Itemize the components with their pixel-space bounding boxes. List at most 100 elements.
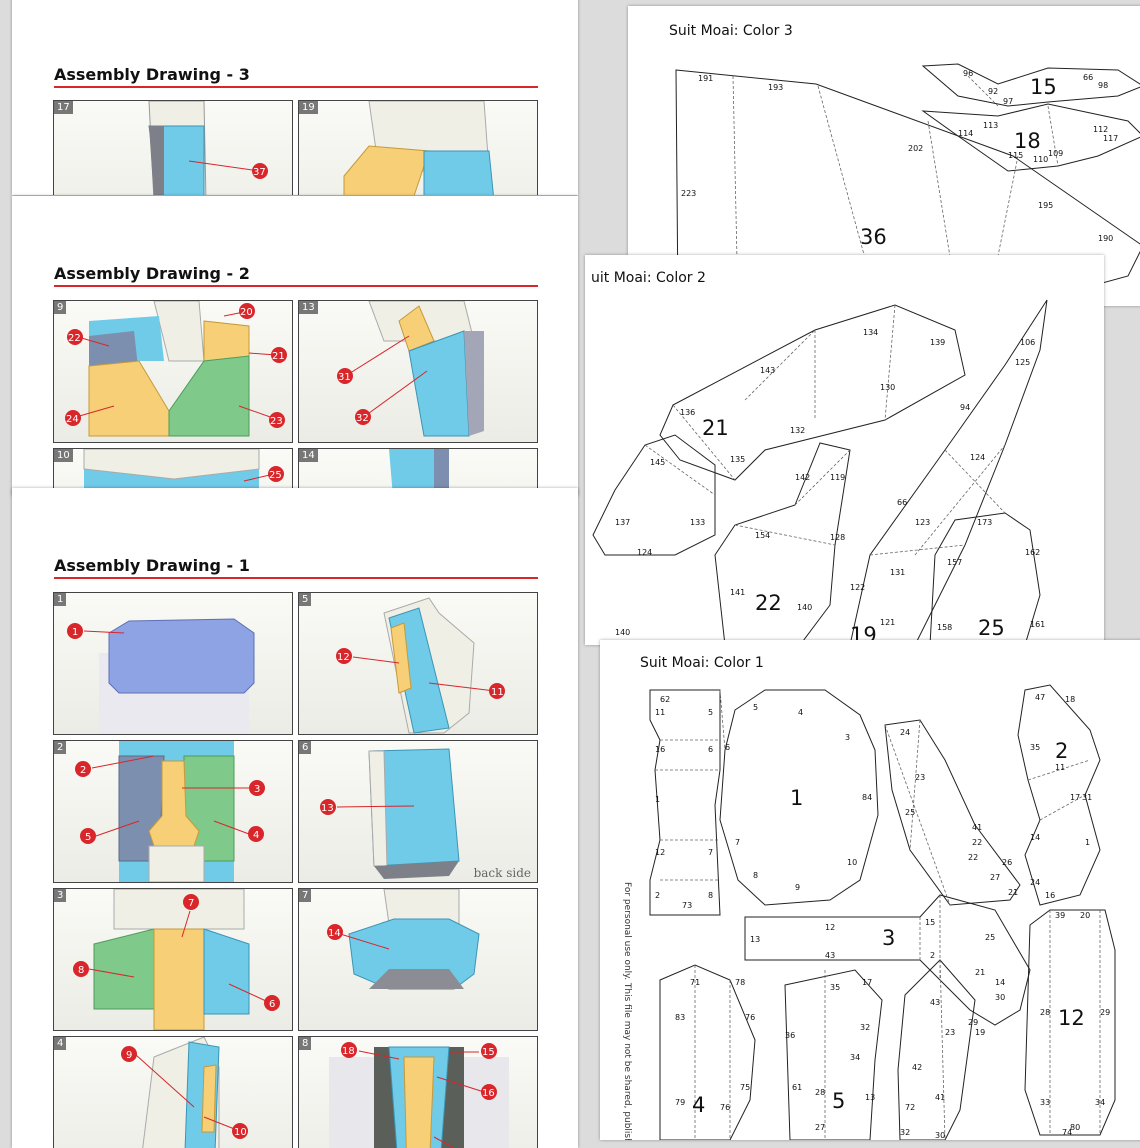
edge-label: 112 [1093, 125, 1108, 134]
pattern-sheet-color-1: Suit Moai: Color 1 For personal use only… [600, 640, 1140, 1140]
callout-marker [232, 1123, 248, 1139]
piece-number: 12 [1058, 1006, 1085, 1030]
piece-outline-1 [719, 689, 879, 906]
edge-label: 34 [850, 1053, 860, 1062]
edge-label: 131 [890, 568, 905, 577]
piece-number: 5 [832, 1089, 845, 1113]
step-number: 17 [54, 101, 73, 114]
piece-outline [849, 299, 1048, 645]
edge-label: 23 [915, 773, 925, 782]
callout-label: 25 [269, 470, 282, 481]
edge-label: 24 [900, 728, 910, 737]
pattern-pieces-color-3: 191 193 223 202 195 190 96 66 98 92 97 1… [675, 63, 1140, 306]
callout-marker [481, 1043, 497, 1059]
edge-label: 6 [725, 743, 730, 752]
edge-label: 73 [682, 901, 692, 910]
edge-label: 2 [655, 891, 660, 900]
edge-label: 17 [1070, 793, 1080, 802]
assembly-sheet-2: Assembly Drawing - 2 20 22 21 [12, 196, 578, 496]
step-panel-19: 19 [298, 100, 538, 195]
edge-label: 140 [797, 603, 812, 612]
callout-label: 3 [254, 784, 260, 795]
edge-label: 117 [1103, 134, 1118, 143]
edge-label: 122 [850, 583, 865, 592]
edge-label: 139 [930, 338, 945, 347]
edge-label: 123 [915, 518, 930, 527]
edge-label: 154 [755, 531, 770, 540]
piece-outline [714, 442, 851, 645]
callout-label: 18 [342, 1046, 355, 1057]
edge-label: 16 [1045, 891, 1055, 900]
edge-label: 145 [650, 458, 665, 467]
edge-label: 35 [1030, 743, 1040, 752]
edge-label: 22 [972, 838, 982, 847]
edge-label: 92 [988, 87, 998, 96]
edge-label: 34 [1095, 1098, 1105, 1107]
edge-label: 43 [930, 998, 940, 1007]
edge-label: 110 [1033, 155, 1048, 164]
edge-label: 128 [830, 533, 845, 542]
piece-number: 2 [1055, 739, 1068, 763]
step-number: 3 [54, 889, 67, 902]
step-panel-2: 2 3 5 4 2 [53, 740, 293, 883]
edge-label: 190 [1098, 234, 1113, 243]
piece-outline [675, 69, 1140, 306]
step-number: 4 [54, 1037, 67, 1050]
edge-label: 8 [753, 871, 758, 880]
edge-label: 74 [1062, 1128, 1072, 1137]
callout-marker [80, 828, 96, 844]
edge-label: 136 [680, 408, 695, 417]
piece-outline-3 [744, 894, 1031, 1026]
edge-label: 158 [937, 623, 952, 632]
edge-label: 25 [905, 808, 915, 817]
edge-label: 133 [690, 518, 705, 527]
callout-label: 10 [234, 1127, 247, 1138]
edge-label: 16 [655, 745, 665, 754]
edge-label: 202 [908, 144, 923, 153]
piece-outline [659, 304, 966, 481]
edge-label: 61 [792, 1083, 802, 1092]
callout-label: 22 [68, 333, 81, 344]
edge-label: 30 [995, 993, 1005, 1002]
pattern-pieces-color-2: 134 139 143 130 106 125 136 132 135 145 … [592, 299, 1048, 645]
edge-label: 28 [815, 1088, 825, 1097]
edge-label: 121 [880, 618, 895, 627]
step-panel-17: 37 17 [53, 100, 293, 195]
callout-label: 12 [337, 652, 350, 663]
callout-marker [269, 412, 285, 428]
sheet-title: uit Moai: Color 2 [591, 270, 706, 286]
edge-label: 79 [675, 1098, 685, 1107]
callout-label: 14 [328, 928, 341, 939]
callout-marker [252, 163, 268, 179]
callout-marker [341, 1042, 357, 1058]
edge-label: 27 [990, 873, 1000, 882]
edge-label: 142 [795, 473, 810, 482]
callout-label: 16 [482, 1088, 495, 1099]
edge-label: 76 [720, 1103, 730, 1112]
step-number: 5 [299, 593, 312, 606]
edge-label: 66 [1083, 73, 1093, 82]
step-panel-3: 7 8 6 3 [53, 888, 293, 1031]
assembly-sheet-3: Assembly Drawing - 3 37 17 19 [12, 0, 578, 195]
callout-label: 2 [80, 765, 86, 776]
callout-marker [239, 303, 255, 319]
step-panel-7: 14 7 [298, 888, 538, 1031]
callout-label: 31 [338, 372, 351, 383]
callout-marker [336, 648, 352, 664]
step-number: 7 [299, 889, 312, 902]
piece-number: 3 [882, 926, 895, 950]
title-rule [54, 577, 538, 579]
piece-outline [592, 434, 716, 556]
callout-marker [264, 995, 280, 1011]
title-rule [54, 86, 538, 88]
edge-label: 71 [690, 978, 700, 987]
pattern-sheet-color-2: uit Moai: Color 2 134 139 143 130 106 12… [585, 255, 1104, 645]
callout-label: 6 [269, 999, 275, 1010]
edge-label: 96 [963, 69, 973, 78]
edge-label: 21 [1008, 888, 1018, 897]
callout-marker [249, 780, 265, 796]
edge-label: 191 [698, 74, 713, 83]
callout-label: 15 [482, 1047, 495, 1058]
step-panel-5: 12 11 5 [298, 592, 538, 735]
edge-label: 26 [1002, 858, 1012, 867]
